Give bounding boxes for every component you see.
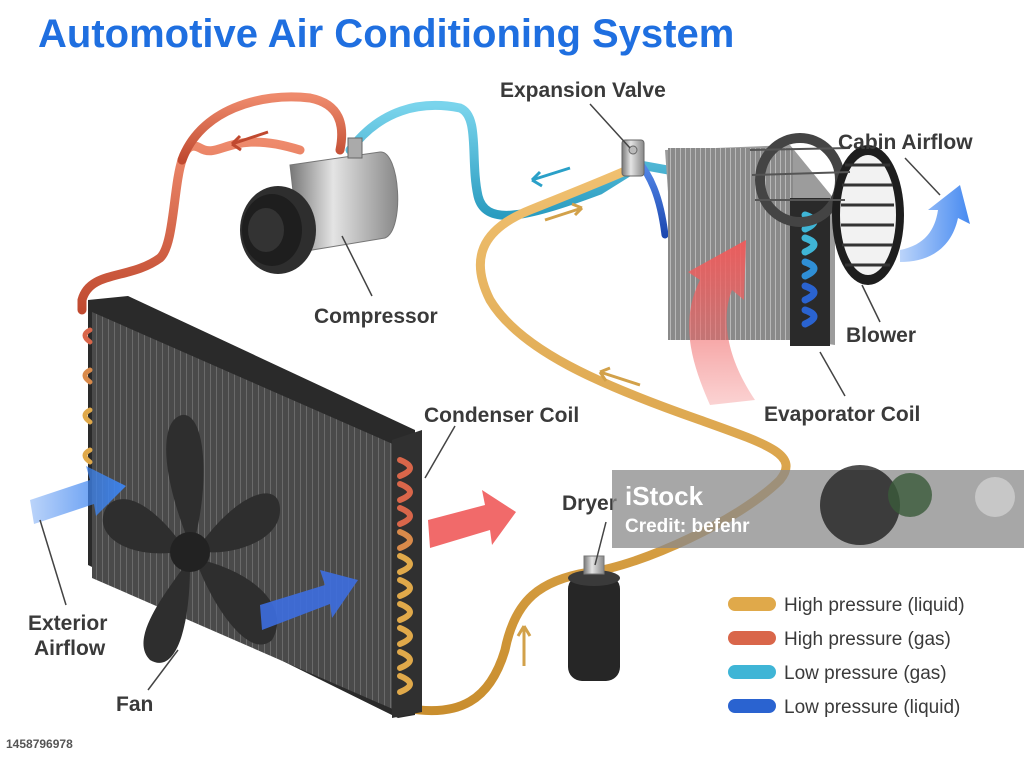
exterior-airflow-arrow-icon — [30, 466, 126, 524]
fan-label: Fan — [116, 693, 153, 716]
leader-lines — [39, 103, 941, 691]
expansion-valve — [621, 139, 645, 177]
watermark: iStock Credit: befehr — [612, 465, 1024, 548]
exterior-airflow-arrow-icon — [260, 570, 358, 630]
blower — [749, 133, 904, 285]
legend-swatch — [728, 699, 776, 713]
condenser-coil-label: Condenser Coil — [424, 404, 579, 427]
legend-label: High pressure (liquid) — [784, 595, 965, 616]
pipe-high-pressure-liquid — [400, 163, 791, 716]
exterior-airflow-label-line2: Airflow — [34, 637, 106, 660]
cabin-airflow-arrow-icon — [900, 185, 970, 262]
compressor-label: Compressor — [314, 305, 438, 328]
blower-label: Blower — [846, 324, 916, 347]
flow-arrow-icon — [544, 202, 584, 222]
compressor — [240, 137, 399, 274]
exterior-airflow-label-line1: Exterior — [28, 612, 107, 635]
dryer — [568, 555, 620, 681]
pipe-high-pressure-gas — [77, 137, 305, 315]
legend-swatch — [728, 665, 776, 679]
legend-swatch — [728, 631, 776, 645]
flow-arrow-icon — [230, 130, 269, 152]
evaporator-coil-label: Evaporator Coil — [764, 403, 920, 426]
cabin-airflow-label: Cabin Airflow — [838, 131, 973, 154]
watermark-credit: Credit: befehr — [625, 516, 750, 537]
hot-airflow-arrow-icon — [688, 240, 755, 405]
dryer-label: Dryer — [562, 492, 617, 515]
hot-exhaust-arrow-icon — [428, 490, 516, 548]
fan — [102, 414, 280, 663]
image-id-background — [0, 733, 118, 753]
pipe-high-pressure-gas-top — [177, 92, 347, 165]
flow-arrow-icon — [598, 366, 641, 387]
legend-label: High pressure (gas) — [784, 629, 951, 650]
flow-arrow-icon — [530, 166, 571, 188]
page-title: Automotive Air Conditioning System — [38, 12, 735, 56]
watermark-brand: iStock — [625, 481, 704, 511]
legend-label: Low pressure (gas) — [784, 663, 947, 684]
legend-swatch — [728, 597, 776, 611]
flow-arrow-icon — [516, 625, 532, 666]
legend: High pressure (liquid) High pressure (gas… — [728, 595, 965, 718]
expansion-valve-label: Expansion Valve — [500, 79, 666, 102]
image-id: 1458796978 — [6, 737, 73, 751]
legend-label: Low pressure (liquid) — [784, 697, 960, 718]
